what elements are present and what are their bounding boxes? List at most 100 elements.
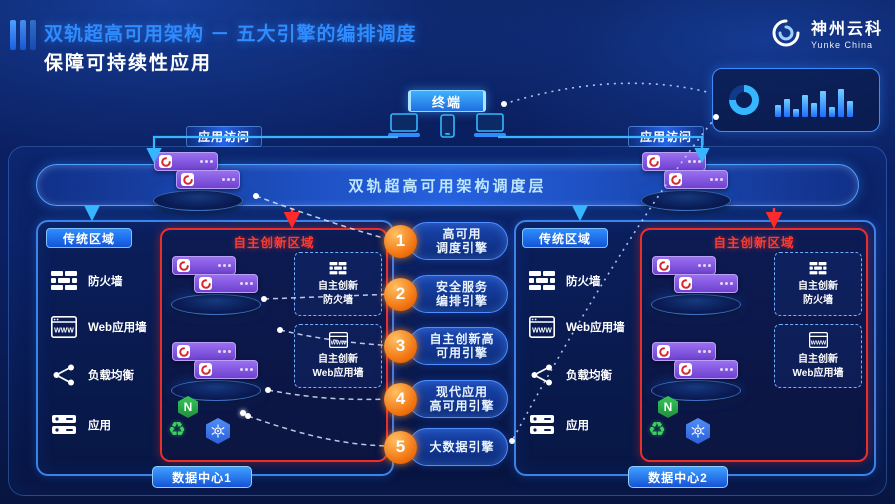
engine-5-bigdata: 5 大数据引擎 (384, 428, 508, 466)
recycle-icon: ♻ (648, 419, 666, 441)
server-chip (194, 274, 258, 293)
server-chip (664, 170, 728, 189)
firewall-icon (50, 268, 78, 294)
bar-chart-icon (775, 83, 853, 117)
inno-waf-box-right: WWW 自主创新 Web应用墙 (774, 324, 862, 388)
inno-box-label: Web应用墙 (792, 368, 844, 379)
yunke-logo-badge (181, 173, 194, 186)
brand-name-en: Yunke China (810, 39, 874, 50)
waf-icon: WWW (50, 314, 78, 340)
engine-number-badge: 3 (384, 329, 417, 363)
engine-4-modern-app-ha: 4 现代应用 高可用引擎 (384, 380, 508, 418)
yunke-logo-badge (177, 259, 190, 272)
traditional-item-loadbalancer: 负载均衡 (50, 362, 134, 388)
inno-firewall-box-left: 自主创新 防火墙 (294, 252, 382, 316)
brand-name-cn: 神州云科 (810, 21, 883, 39)
yunke-logo-badge (159, 155, 172, 168)
engine-label: 安全服务 (435, 279, 488, 294)
item-label: 负载均衡 (566, 370, 612, 382)
inno-server-cluster (166, 342, 266, 402)
firewall-icon (329, 261, 347, 279)
traditional-item-waf: WWW Web应用墙 (528, 314, 625, 340)
inno-box-label: 防火墙 (323, 294, 353, 306)
engine-pill: 高可用 调度引擎 (408, 222, 508, 260)
engine-label: 高可用 (442, 226, 482, 241)
item-label: 防火墙 (566, 276, 601, 288)
item-label: 应用 (566, 420, 589, 432)
waf-icon: WWW (808, 331, 828, 352)
recycle-icon: ♻ (168, 419, 186, 441)
dotted-terminal-to-monitor (503, 82, 708, 105)
engine-number-badge: 5 (384, 430, 417, 464)
yunke-logo-badge (177, 345, 190, 358)
connector-dot (240, 410, 246, 416)
inno-box-label: 防火墙 (803, 294, 833, 306)
innovation-zone-label-left: 自主创新区域 (233, 236, 315, 250)
brand-logo: 神州云科 Yunke China (769, 16, 883, 55)
yunke-logo-badge (199, 363, 212, 376)
yunke-logo-badge (679, 277, 692, 290)
svg-text:WWW: WWW (532, 328, 552, 335)
server-cluster-scheduler-left (148, 152, 248, 212)
svg-text:WWW: WWW (54, 328, 74, 335)
traditional-item-app: 应用 (528, 412, 589, 438)
load-balancer-icon (50, 362, 78, 388)
server-chip (194, 360, 258, 379)
engine-3-innovation-ha: 3 自主创新高 可用引擎 (384, 327, 508, 365)
waf-icon: WWW (528, 314, 556, 340)
nginx-icon: N (178, 396, 198, 418)
yunke-logo-badge (657, 345, 670, 358)
platform-disk (651, 380, 741, 401)
terminal-node: 终端 (408, 90, 486, 112)
engine-number-badge: 4 (384, 382, 417, 416)
item-label: 负载均衡 (88, 370, 134, 382)
item-label: Web应用墙 (88, 322, 147, 334)
platform-disk (651, 294, 741, 315)
access-label-left: 应用访问 (186, 126, 262, 147)
inno-waf-box-left: WWW 自主创新 Web应用墙 (294, 324, 382, 388)
engine-pill: 大数据引擎 (408, 428, 508, 466)
datacenter-1-label: 数据中心1 (152, 466, 252, 488)
firewall-icon (809, 261, 827, 279)
item-label: Web应用墙 (566, 322, 625, 334)
kubernetes-icon (206, 418, 230, 444)
engine-label: 调度引擎 (435, 241, 488, 255)
item-label: 防火墙 (88, 276, 123, 288)
innovation-zone-label-right: 自主创新区域 (713, 236, 795, 250)
traditional-item-loadbalancer: 负载均衡 (528, 362, 612, 388)
application-icon (50, 412, 78, 438)
server-chip (652, 256, 716, 275)
server-chip (674, 274, 738, 293)
engine-1-ha-scheduling: 1 高可用 调度引擎 (384, 222, 508, 260)
engine-label: 高可用引擎 (429, 399, 495, 413)
engine-pill: 现代应用 高可用引擎 (408, 380, 508, 418)
engine-label: 现代应用 (435, 384, 488, 399)
engine-number-badge: 2 (384, 277, 417, 311)
item-label: 应用 (88, 420, 111, 432)
inno-firewall-box-right: 自主创新 防火墙 (774, 252, 862, 316)
engine-number-badge: 1 (384, 224, 417, 258)
client-devices (388, 112, 506, 147)
engine-label: 编排引擎 (435, 294, 488, 308)
svg-text:WWW: WWW (810, 340, 826, 346)
traditional-item-app: 应用 (50, 412, 111, 438)
platform-disk (153, 190, 243, 211)
access-label-right: 应用访问 (628, 126, 704, 147)
laptop-icon (388, 113, 420, 137)
traditional-item-firewall: 防火墙 (528, 268, 601, 294)
server-chip (674, 360, 738, 379)
scheduler-layer-label: 双轨超高可用架构调度层 (348, 177, 547, 195)
svg-text:WWW: WWW (330, 340, 346, 346)
yunke-logo-badge (657, 259, 670, 272)
server-chip (172, 256, 236, 275)
traditional-zone-label-left: 传统区域 (46, 228, 132, 248)
platform-disk (641, 190, 731, 211)
inno-box-label: 自主创新 (318, 280, 358, 292)
yunke-logo-badge (199, 277, 212, 290)
load-balancer-icon (528, 362, 556, 388)
traditional-item-firewall: 防火墙 (50, 268, 123, 294)
title-accent-bars (10, 20, 36, 50)
traditional-item-waf: WWW Web应用墙 (50, 314, 147, 340)
server-chip (652, 342, 716, 361)
yunke-logo-badge (647, 155, 660, 168)
